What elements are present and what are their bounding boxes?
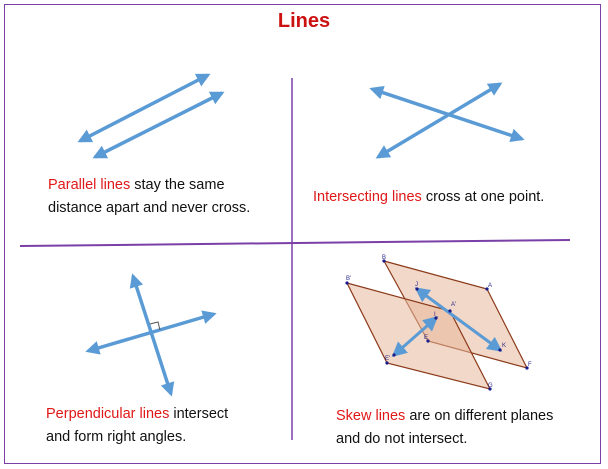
label-f: F [528,362,532,368]
label-e: E [424,335,428,341]
parallel-lines [77,73,225,159]
label-a: A [488,283,492,289]
figure-frame [4,4,601,464]
intersecting-line-b [375,82,503,159]
page-title: Lines [277,10,331,32]
skew-point-labels: B' B A A' J I E E' K F G [346,255,532,389]
skew-planes [345,260,529,390]
skew-points [345,259,529,391]
skew-line-jk [414,287,503,352]
perpendicular-line-shallow [85,310,217,355]
label-a-prime: A' [451,302,456,308]
right-angle-mark [149,321,161,331]
term-intersecting-lines: Intersecting lines [313,189,422,205]
label-j: J [415,282,418,288]
intersecting-lines [369,82,525,159]
perpendicular-lines [85,273,217,397]
caption-intersecting: Intersecting lines cross at one point. [313,189,545,205]
parallel-line-bottom [92,91,225,159]
horizontal-divider [19,239,571,247]
label-g: G [488,383,493,389]
label-b-prime: B' [346,276,351,282]
caption-skew: Skew lines are on different planes and d… [336,408,554,447]
term-perpendicular-lines: Perpendicular lines [46,406,170,422]
label-b: B [382,255,386,261]
caption-parallel: Parallel lines stay the same distance ap… [48,177,251,216]
label-i: I [434,312,436,318]
skew-line-e-prime-i [391,316,439,357]
skew-lines [391,287,503,357]
caption-perpendicular: Perpendicular lines intersect and form r… [46,406,229,445]
label-e-prime: E' [385,356,390,362]
term-parallel-lines: Parallel lines [48,177,131,193]
label-k: K [502,343,506,349]
term-skew-lines: Skew lines [336,408,406,424]
